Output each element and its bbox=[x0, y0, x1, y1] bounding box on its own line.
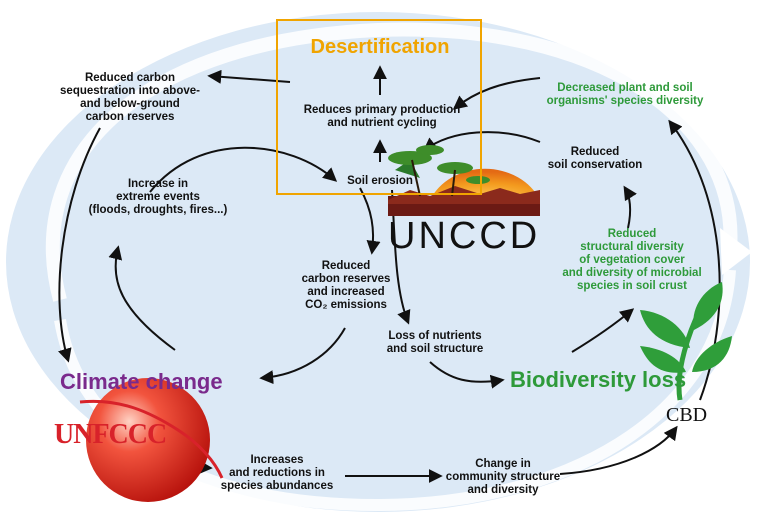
arrow-decreased-to-primary bbox=[452, 77, 541, 110]
node-soil-erosion: Soil erosion bbox=[347, 175, 413, 187]
white-swoosh bbox=[45, 22, 738, 302]
climate-change-title: Climate change bbox=[60, 369, 223, 394]
node-decreased-plant-diversity: Decreased plant and soil organisms' spec… bbox=[546, 82, 704, 107]
unfccc-logo-text: UNFCCC bbox=[54, 419, 167, 450]
node-extreme-events: Increase in extreme events (floods, drou… bbox=[88, 178, 228, 216]
node-increases-and-reductions: Increases and reductions in species abun… bbox=[220, 454, 334, 492]
unfccc-sphere bbox=[86, 378, 210, 502]
desertification-title: Desertification bbox=[310, 36, 450, 58]
node-reduces-primary-production: Reduces primary production and nutrient … bbox=[303, 104, 461, 129]
arrow-change-to-cbd bbox=[559, 425, 678, 475]
node-reduced-carbon-reserves: Reduced carbon reserves and increased CO… bbox=[301, 260, 391, 311]
desertification-box bbox=[276, 19, 482, 195]
unccd-logo-text: UNCCD bbox=[388, 215, 541, 257]
biodiversity-loss-title: Biodiversity loss bbox=[510, 367, 687, 392]
arrow-structural-to-soilcons bbox=[623, 185, 637, 229]
arrow-soilcons-to-erosion bbox=[422, 131, 541, 152]
swoosh-arrowhead bbox=[720, 228, 752, 275]
arrow-climate-to-extreme bbox=[108, 245, 176, 351]
unfccc-swirl bbox=[79, 399, 224, 479]
background-ellipse bbox=[6, 12, 750, 512]
node-change-in-community: Change in community structure and divers… bbox=[445, 458, 561, 496]
arrow-seq-to-climate bbox=[58, 127, 101, 363]
cbd-logo-text: CBD bbox=[666, 404, 708, 426]
node-reduced-soil-conservation: Reduced soil conservation bbox=[547, 146, 643, 171]
arrow-carbon-to-climate bbox=[259, 327, 346, 385]
arrow-extreme-to-erosion bbox=[149, 146, 338, 193]
node-loss-of-nutrients: Loss of nutrients and soil structure bbox=[386, 330, 484, 355]
arrow-loss-to-biodiv bbox=[429, 361, 505, 389]
arrow-biodiv-to-structural bbox=[571, 308, 635, 353]
node-reduced-carbon-sequestration: Reduced carbon sequestration into above-… bbox=[60, 72, 200, 123]
cbd-plant-logo bbox=[640, 282, 732, 401]
unccd-landscape-illustration bbox=[388, 145, 540, 216]
node-reduced-structural-diversity: Reduced structural diversity of vegetati… bbox=[562, 228, 702, 292]
